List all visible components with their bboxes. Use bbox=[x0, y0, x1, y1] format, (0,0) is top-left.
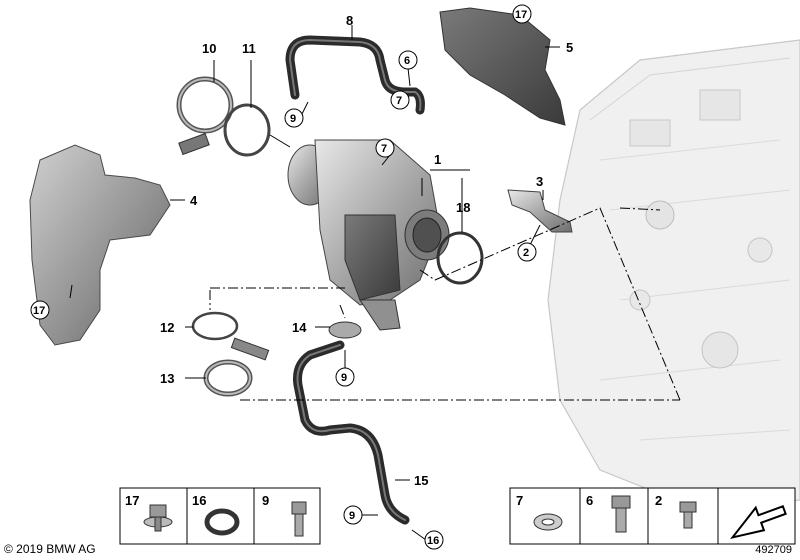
label-17-top: 17 bbox=[515, 9, 527, 21]
legend-left-0: 17 bbox=[125, 493, 139, 508]
label-1: 1 bbox=[434, 152, 441, 167]
socket-screw-icon bbox=[291, 501, 307, 537]
gasket-14 bbox=[328, 321, 362, 339]
label-11: 11 bbox=[242, 41, 256, 56]
legend-right-2: 2 bbox=[655, 493, 662, 508]
label-2: 2 bbox=[523, 247, 529, 259]
next-arrow-icon[interactable] bbox=[726, 499, 789, 541]
leader-lines bbox=[69, 25, 560, 541]
heat-shield-4 bbox=[29, 144, 171, 346]
image-number: 492709 bbox=[755, 544, 792, 556]
circled-callouts: 17 6 7 7 9 2 17 9 9 16 bbox=[30, 4, 537, 550]
label-13: 13 bbox=[160, 371, 174, 386]
heat-shield-5 bbox=[439, 7, 566, 126]
turbocharger-1 bbox=[287, 139, 450, 331]
label-15: 15 bbox=[414, 473, 428, 488]
label-16: 16 bbox=[427, 535, 439, 547]
legend-box-left: 17 16 9 bbox=[119, 487, 321, 545]
bracket-3 bbox=[507, 189, 573, 233]
legend-box-right: 7 6 2 bbox=[509, 487, 796, 545]
label-6: 6 bbox=[404, 55, 410, 67]
label-7-lower: 7 bbox=[381, 143, 387, 155]
label-18: 18 bbox=[456, 200, 470, 215]
label-14: 14 bbox=[292, 320, 307, 335]
ring-18 bbox=[436, 231, 484, 285]
label-8: 8 bbox=[346, 13, 353, 28]
label-7-upper: 7 bbox=[396, 95, 402, 107]
label-4: 4 bbox=[190, 193, 198, 208]
copyright-text: © 2019 BMW AG bbox=[4, 542, 96, 556]
legend-left-2: 9 bbox=[262, 493, 269, 508]
bolt-washer-icon bbox=[143, 504, 173, 532]
label-10: 10 bbox=[202, 41, 216, 56]
label-9-upper: 9 bbox=[290, 113, 296, 125]
ring-11 bbox=[223, 103, 271, 157]
part-numbers: 1 18 3 4 5 8 10 11 12 13 14 15 bbox=[160, 13, 573, 488]
label-9-lower: 9 bbox=[349, 510, 355, 522]
label-3: 3 bbox=[536, 174, 543, 189]
legend-left-1: 16 bbox=[192, 493, 206, 508]
clamp-13 bbox=[203, 337, 270, 397]
legend-right-0: 7 bbox=[516, 493, 523, 508]
clamp-10 bbox=[176, 76, 234, 156]
banjo-bolt-icon bbox=[611, 495, 631, 533]
label-9-middle: 9 bbox=[341, 372, 347, 384]
label-17-left: 17 bbox=[33, 305, 45, 317]
assembly-lines bbox=[209, 207, 681, 401]
seal-ring-icon bbox=[204, 508, 240, 536]
ring-12 bbox=[191, 311, 239, 341]
label-5: 5 bbox=[566, 40, 573, 55]
engine-block bbox=[547, 39, 800, 511]
legend-right-1: 6 bbox=[586, 493, 593, 508]
label-12: 12 bbox=[160, 320, 174, 335]
hex-bolt-icon bbox=[679, 501, 697, 529]
